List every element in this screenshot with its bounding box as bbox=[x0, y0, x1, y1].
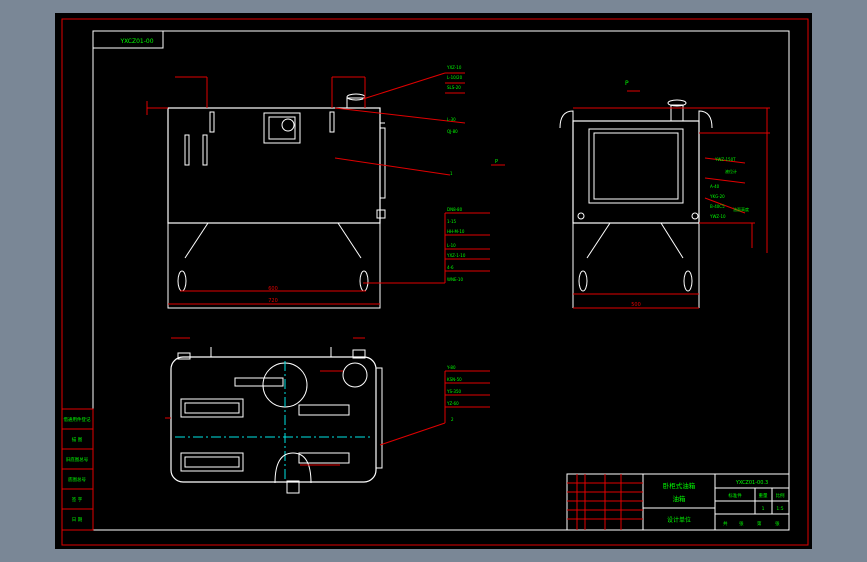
stamp-0: 借通用件登记 bbox=[64, 416, 91, 423]
callout-front-2: SLS-20 bbox=[447, 85, 461, 90]
title-sheet-val-0: 1 bbox=[762, 506, 765, 512]
stamp-1: 描 图 bbox=[72, 436, 83, 443]
top-view bbox=[165, 337, 490, 494]
callout-front-4: QJ-80 bbox=[447, 129, 458, 134]
dim-side-width: 500 bbox=[631, 302, 641, 308]
front-view: 600 720 bbox=[146, 72, 505, 309]
callout-front-0: YXZ-10 bbox=[446, 65, 462, 70]
title-org: 设计单位 bbox=[667, 516, 691, 524]
callout-top-3: YZ-60 bbox=[446, 401, 459, 406]
callout-front-6: DN8-80 bbox=[447, 207, 463, 212]
outer-frame bbox=[61, 18, 809, 546]
drawing-canvas[interactable]: YXCZ01-00 bbox=[55, 13, 812, 549]
callout-side-4: B-40C5 bbox=[710, 204, 725, 209]
stamp-3: 底图总号 bbox=[68, 476, 86, 483]
title-sheet-val-1: 1:5 bbox=[776, 506, 783, 512]
section-marker: P bbox=[625, 80, 629, 87]
callout-front-7: 1-15 bbox=[447, 219, 457, 224]
callout-side-0: YWZ-150T bbox=[714, 157, 736, 162]
title-weight-label: 重量 bbox=[759, 492, 768, 499]
drawing-sheet: YXCZ01-00 bbox=[61, 18, 809, 546]
title-footer-0: 共 bbox=[723, 520, 728, 527]
dim-front-width: 720 bbox=[268, 298, 278, 304]
callout-top-1: KSN-50 bbox=[447, 377, 462, 382]
stamp-2: 旧底图总号 bbox=[66, 456, 89, 463]
title-footer-1: 张 bbox=[739, 520, 744, 527]
callout-top-4: 2 bbox=[451, 417, 454, 422]
callout-side-2: A-40 bbox=[710, 184, 720, 189]
left-stamp-column bbox=[61, 408, 94, 531]
code-box bbox=[92, 30, 164, 49]
callout-front-8: HH-M-10 bbox=[447, 229, 465, 234]
callout-front-10: YXZ-1-10 bbox=[446, 253, 466, 258]
title-footer-3: 张 bbox=[775, 520, 780, 527]
callout-side-5: YWZ-10 bbox=[709, 214, 726, 219]
dim-front-inner: 600 bbox=[268, 286, 278, 292]
callout-side-6: 油面高度 bbox=[733, 206, 749, 212]
code-box-text: YXCZ01-00 bbox=[119, 38, 153, 45]
title-block bbox=[566, 473, 790, 531]
title-drawing-no: YXCZ01-00.3 bbox=[735, 480, 768, 486]
callout-front-9: L-10 bbox=[447, 243, 456, 248]
stamp-4: 签 字 bbox=[72, 496, 83, 503]
callout-front-12: WNE-10 bbox=[447, 277, 463, 282]
side-view: 500 bbox=[559, 90, 770, 309]
view-marker: P bbox=[495, 159, 498, 165]
callout-front-5: 1 bbox=[450, 171, 453, 176]
title-material: 标准件 bbox=[728, 492, 742, 499]
callout-front-11: 4-6 bbox=[447, 265, 454, 270]
callout-side-3: YKG-20 bbox=[709, 194, 725, 199]
callout-top-0: Y-80 bbox=[446, 365, 456, 370]
callout-side-1: 液位计 bbox=[725, 168, 737, 174]
title-name-line1: 卧柜式油箱 bbox=[663, 481, 696, 490]
callout-front-3: L-30 bbox=[447, 117, 456, 122]
callout-top-2: YS-350 bbox=[446, 389, 462, 394]
callout-front-1: L-10/20 bbox=[447, 75, 463, 80]
title-name-line2: 油箱 bbox=[673, 494, 687, 503]
title-scale-label: 比例 bbox=[776, 492, 785, 499]
inner-frame bbox=[92, 30, 790, 531]
title-footer-2: 第 bbox=[757, 520, 762, 527]
stamp-5: 日 期 bbox=[72, 517, 83, 523]
